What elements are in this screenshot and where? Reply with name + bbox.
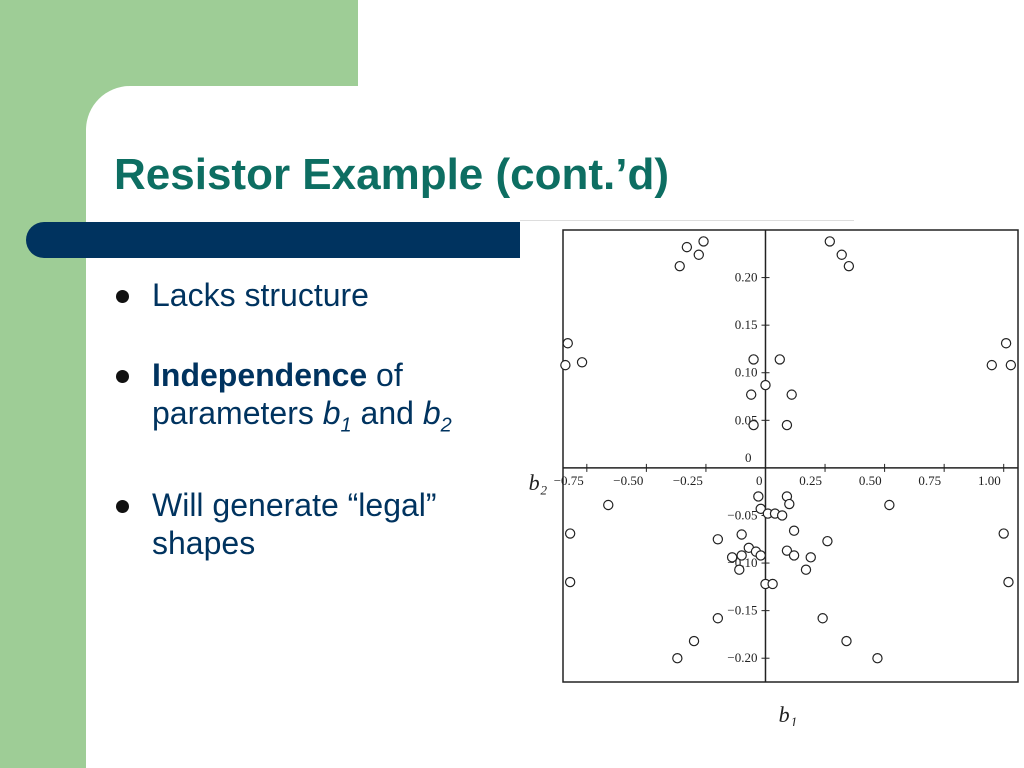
bullet-bold-text: Independence <box>152 357 368 393</box>
scatter-plot: −0.75 −0.50 −0.25 0 0.25 0.50 0.75 1.00 0.20 0.15… <box>529 229 1019 726</box>
bullet-text: Lacks structure <box>152 277 369 313</box>
data-point <box>760 379 771 391</box>
x-tick-label: 0.75 <box>918 473 941 488</box>
data-point <box>745 389 757 400</box>
data-point <box>781 419 793 431</box>
x-axis-label: b₁ <box>779 702 798 726</box>
bullet-text: Will generate “legal” shapes <box>152 487 437 562</box>
data-point <box>824 236 836 247</box>
data-point <box>755 503 766 515</box>
data-point <box>1005 359 1017 371</box>
data-point <box>884 499 895 511</box>
variable-b: b <box>422 395 441 431</box>
bullet-list: Lacks structure Independence of paramete… <box>116 276 536 562</box>
y-tick-label: 0.20 <box>735 270 758 285</box>
y-tick-label: 0.10 <box>735 365 758 380</box>
data-point <box>693 249 704 260</box>
data-point <box>841 635 852 647</box>
plot-frame <box>562 229 1019 683</box>
data-point <box>698 236 709 247</box>
data-point <box>674 260 685 272</box>
data-point <box>672 653 683 664</box>
title-divider <box>520 220 854 221</box>
y-tick-label: 0.15 <box>735 317 758 332</box>
y-tick-label: −0.05 <box>727 507 757 522</box>
data-point <box>788 550 800 561</box>
bullet-dot <box>116 370 129 383</box>
y-tick-label: 0 <box>745 450 752 465</box>
variable-subscript: 2 <box>440 414 452 437</box>
data-point <box>805 552 816 563</box>
data-point <box>788 525 800 536</box>
bullet-text: of parameters <box>152 357 403 431</box>
y-axis-label: b₂ <box>529 470 548 495</box>
data-point <box>712 613 724 624</box>
data-point <box>774 354 785 365</box>
data-point <box>776 510 788 521</box>
data-point <box>564 576 576 588</box>
bullet-item-lacks-structure: Lacks structure <box>116 276 536 314</box>
data-point <box>781 545 793 556</box>
data-point <box>748 354 759 365</box>
x-tick-label: −0.50 <box>613 473 643 488</box>
x-tick-label: 0.25 <box>799 473 822 488</box>
data-point <box>784 498 795 510</box>
data-point <box>767 578 778 590</box>
data-point <box>564 528 576 539</box>
y-tick-label: −0.20 <box>727 650 757 665</box>
data-point <box>560 359 571 371</box>
data-point <box>726 552 738 563</box>
data-point <box>736 529 747 540</box>
data-point <box>817 613 828 624</box>
slide-title: Resistor Example (cont.’d) <box>114 150 670 199</box>
x-tick-label: 0.50 <box>859 473 882 488</box>
bullet-dot <box>116 500 129 514</box>
data-point <box>753 491 764 502</box>
bullet-dot <box>116 290 129 303</box>
data-point <box>576 357 588 368</box>
x-tick-label: −0.75 <box>554 473 584 488</box>
data-point <box>986 359 997 371</box>
bullet-item-independence: Independence of parameters b1 and b2 <box>116 356 536 444</box>
variable-b: b <box>322 395 341 431</box>
data-point <box>1003 576 1014 588</box>
x-tick-label: −0.25 <box>673 473 703 488</box>
bullet-item-legal-shapes: Will generate “legal” shapes <box>116 486 536 562</box>
x-tick-label: 0 <box>756 473 763 488</box>
data-point <box>755 550 766 561</box>
data-point <box>1000 338 1012 349</box>
data-point <box>748 419 759 431</box>
data-point <box>736 550 747 561</box>
data-point <box>734 564 745 575</box>
data-point <box>688 635 700 647</box>
x-tick-label: 1.00 <box>978 473 1001 488</box>
data-point <box>712 534 724 545</box>
bullet-text: and <box>351 395 423 431</box>
data-point <box>786 389 797 400</box>
data-point <box>822 535 833 547</box>
data-point <box>603 499 614 511</box>
data-point <box>800 564 812 575</box>
data-point <box>836 249 847 260</box>
data-point <box>843 260 855 272</box>
data-point <box>872 653 883 664</box>
data-point <box>562 338 573 349</box>
data-point <box>998 528 1009 539</box>
variable-subscript: 1 <box>340 414 352 437</box>
data-point <box>681 241 693 253</box>
accent-bar <box>26 222 520 258</box>
y-tick-label: −0.15 <box>727 603 757 618</box>
content-panel <box>86 86 1024 768</box>
